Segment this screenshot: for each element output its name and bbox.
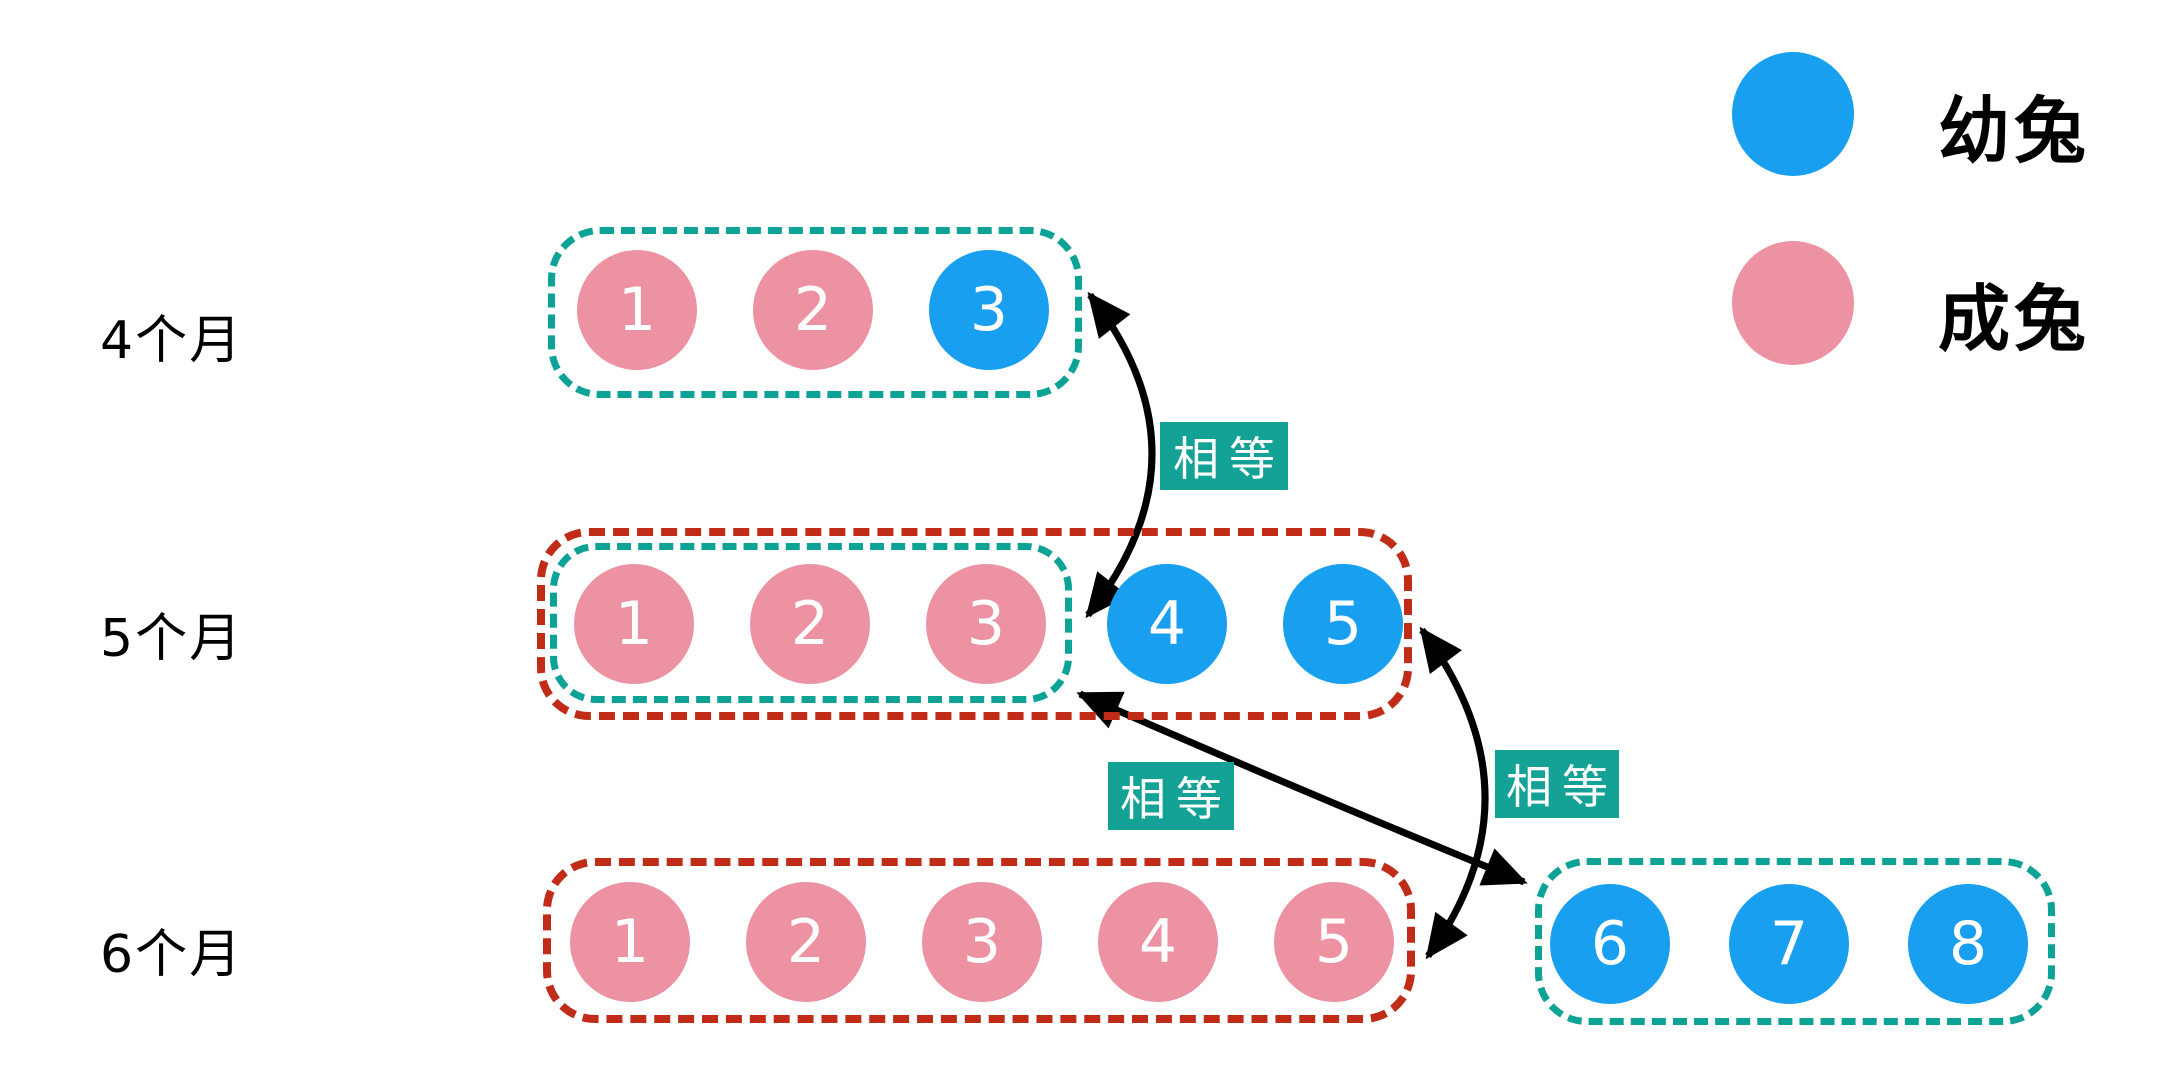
equal-badge-month5-month6-adults: 相等 bbox=[1108, 762, 1234, 830]
equal-badge-month5-month6-young: 相等 bbox=[1495, 750, 1619, 818]
rabbit-number: 4 bbox=[1138, 907, 1178, 977]
rabbit-number: 2 bbox=[786, 907, 826, 977]
legend-adult-rabbit-label: 成兔 bbox=[1938, 277, 2091, 361]
month5-adult-group-box bbox=[550, 543, 1072, 703]
rabbit-number: 6 bbox=[1590, 909, 1630, 979]
row-label-month4: 4个月 bbox=[100, 311, 244, 371]
month6-rabbit-2: 2 bbox=[746, 882, 866, 1002]
rabbit-number: 7 bbox=[1769, 909, 1809, 979]
month4-rabbit-3: 3 bbox=[929, 250, 1049, 370]
row-label-month6: 6个月 bbox=[100, 925, 244, 985]
month6-rabbit-5: 5 bbox=[1274, 882, 1394, 1002]
row-label-month5: 5个月 bbox=[100, 609, 244, 669]
month5-rabbit-1: 1 bbox=[574, 564, 694, 684]
equal-arrow-month5-month6-curved bbox=[1419, 626, 1489, 960]
equal-badge-month4-month5: 相等 bbox=[1160, 422, 1288, 490]
month5-total-group-box bbox=[537, 528, 1412, 720]
month5-rabbit-3: 3 bbox=[926, 564, 1046, 684]
month5-rabbit-5: 5 bbox=[1283, 564, 1403, 684]
legend-young-rabbit-label: 幼兔 bbox=[1938, 89, 2091, 173]
rabbit-number: 8 bbox=[1948, 909, 1988, 979]
month6-rabbit-6: 6 bbox=[1550, 884, 1670, 1004]
rabbit-number: 1 bbox=[614, 589, 654, 659]
month6-rabbit-1: 1 bbox=[570, 882, 690, 1002]
rabbit-number: 3 bbox=[969, 275, 1009, 345]
legend-young-rabbit-icon bbox=[1732, 52, 1854, 176]
month6-rabbit-3: 3 bbox=[922, 882, 1042, 1002]
month4-rabbit-1: 1 bbox=[577, 250, 697, 370]
rabbit-number: 3 bbox=[966, 589, 1006, 659]
rabbit-number: 4 bbox=[1147, 589, 1187, 659]
month6-rabbit-8: 8 bbox=[1908, 884, 2028, 1004]
legend-adult-rabbit-icon bbox=[1732, 241, 1854, 365]
rabbit-number: 5 bbox=[1314, 907, 1354, 977]
rabbit-number: 3 bbox=[962, 907, 1002, 977]
rabbit-number: 2 bbox=[793, 275, 833, 345]
rabbit-number: 5 bbox=[1323, 589, 1363, 659]
month4-rabbit-2: 2 bbox=[753, 250, 873, 370]
rabbit-number: 1 bbox=[617, 275, 657, 345]
month6-adult-group-box bbox=[543, 858, 1415, 1023]
month6-young-group-box bbox=[1535, 858, 2055, 1025]
month6-rabbit-4: 4 bbox=[1098, 882, 1218, 1002]
month4-group-box bbox=[548, 227, 1082, 398]
month5-rabbit-2: 2 bbox=[750, 564, 870, 684]
rabbit-number: 2 bbox=[790, 589, 830, 659]
month5-rabbit-4: 4 bbox=[1107, 564, 1227, 684]
rabbit-number: 1 bbox=[610, 907, 650, 977]
month6-rabbit-7: 7 bbox=[1729, 884, 1849, 1004]
